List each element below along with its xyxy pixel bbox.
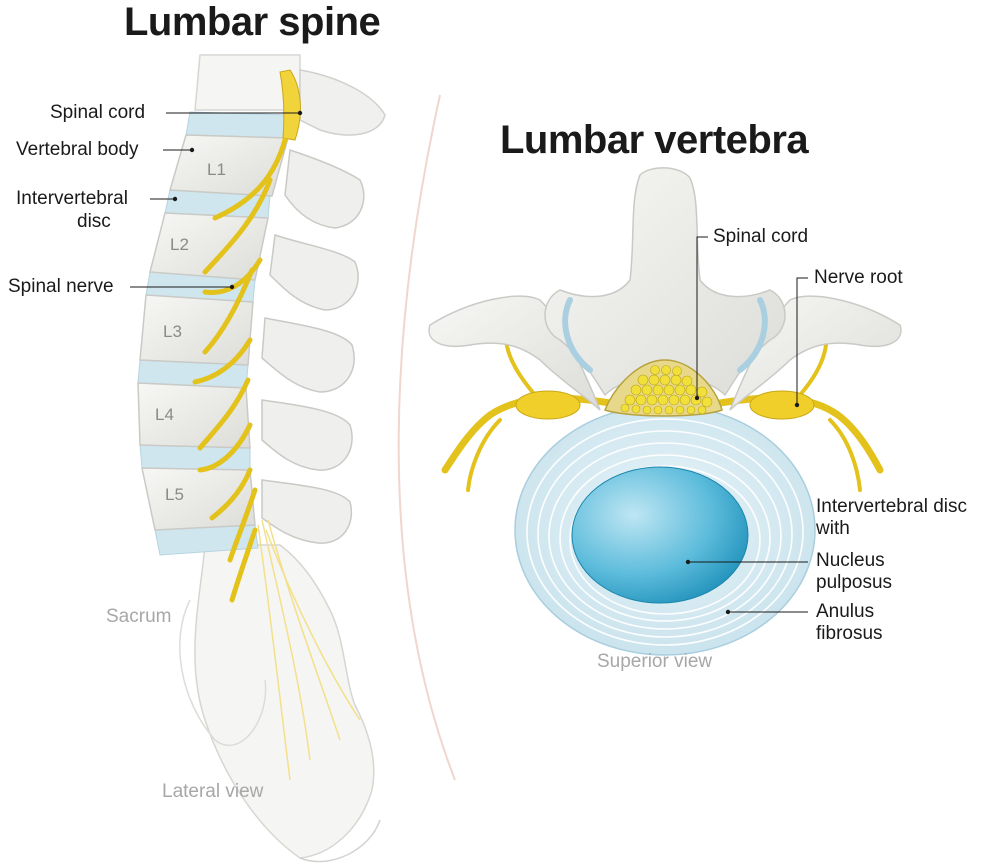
label-fibrosus: fibrosus	[816, 623, 883, 644]
vertebra-label-l5: L5	[165, 485, 184, 504]
ganglion-right	[749, 390, 815, 420]
superior-vertebra	[428, 167, 902, 656]
divider-line	[397, 94, 456, 781]
label-disc: disc	[77, 211, 111, 232]
spinous-process	[544, 167, 786, 397]
vertebra-label-l2: L2	[170, 235, 189, 254]
anulus-rings	[526, 418, 804, 646]
ganglion-left	[515, 390, 581, 420]
label-superior-view: Superior view	[597, 651, 713, 672]
label-spinal-cord-lateral: Spinal cord	[50, 102, 146, 123]
label-spinal-cord-superior: Spinal cord	[713, 226, 809, 247]
vertebral-bodies	[137, 134, 289, 531]
lateral-spine	[130, 54, 386, 863]
label-anulus: Anulus	[816, 601, 875, 622]
label-intervertebral: Intervertebral	[16, 188, 128, 209]
label-disc-with: with	[816, 518, 850, 539]
vertebra-label-l4: L4	[155, 405, 174, 424]
posterior-elements	[261, 148, 365, 544]
vertebra-label-l1: L1	[207, 160, 226, 179]
spine-leaders	[130, 112, 300, 288]
label-sacrum: Sacrum	[106, 606, 172, 627]
label-lateral-view: Lateral view	[162, 781, 264, 802]
label-spinal-nerve: Spinal nerve	[8, 276, 114, 297]
spinal-cord-shape	[279, 69, 301, 141]
nucleus-shape	[571, 466, 749, 604]
label-intervertebral-disc: Intervertebral disc	[816, 496, 968, 517]
vertebra-leaders	[688, 236, 808, 613]
title-lumbar-spine: Lumbar spine	[124, 0, 381, 44]
title-lumbar-vertebra: Lumbar vertebra	[500, 118, 809, 162]
label-vertebral-body: Vertebral body	[16, 139, 139, 160]
label-nerve-root: Nerve root	[814, 267, 903, 288]
cauda-equina	[257, 519, 361, 781]
label-pulposus: pulposus	[816, 572, 893, 593]
sacrum-shape	[194, 544, 375, 859]
label-nucleus: Nucleus	[816, 550, 885, 571]
ilium-shape	[179, 599, 267, 747]
cord-fascicles	[620, 365, 713, 415]
vertebra-label-l3: L3	[163, 322, 182, 341]
spinal-nerves	[192, 137, 288, 603]
